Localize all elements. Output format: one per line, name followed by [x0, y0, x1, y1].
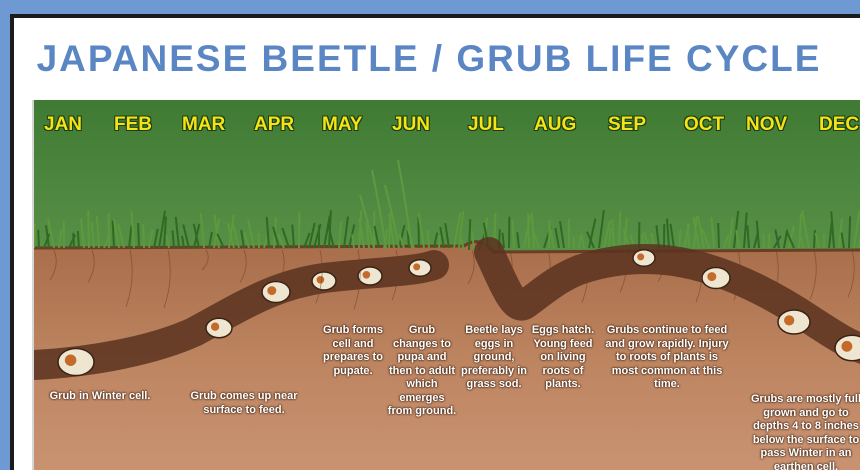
diagram-card: JAPANESE BEETLE / GRUB LIFE CYCLE: [10, 14, 860, 470]
caption-eggs-hatch: Eggs hatch. Young feed on living roots o…: [527, 324, 599, 392]
month-may: MAY: [322, 114, 362, 136]
caption-continue-feed: Grubs continue to feed and grow rapidly.…: [602, 324, 732, 392]
caption-forms-cell: Grub forms cell and prepares to pupate.: [318, 324, 388, 378]
grass-blade: [34, 223, 35, 248]
life-cycle-panel: JAN FEB MAR APR MAY JUN JUL AUG SEP OCT …: [32, 100, 860, 470]
month-mar: MAR: [182, 114, 225, 136]
grass-blade: [143, 224, 144, 248]
month-jul: JUL: [468, 114, 504, 136]
grass-blade: [688, 223, 689, 248]
grass-blade: [88, 210, 89, 248]
grub-head: [317, 276, 325, 284]
grub-head: [841, 341, 852, 352]
grub-head: [363, 271, 371, 279]
month-oct: OCT: [684, 114, 724, 136]
grub-head: [65, 354, 77, 366]
grub-head: [784, 315, 794, 325]
caption-lays-eggs: Beetle lays eggs in ground, preferably i…: [459, 324, 529, 392]
caption-full-grown: Grubs are mostly full grown and go to de…: [744, 393, 860, 470]
grass-blade: [619, 211, 620, 248]
caption-comes-up: Grub comes up near surface to feed.: [182, 390, 306, 417]
grass-blade: [763, 234, 764, 248]
grass-blade: [138, 223, 139, 248]
month-apr: APR: [254, 114, 294, 136]
month-jan: JAN: [44, 114, 82, 136]
grass-blade: [73, 233, 74, 248]
grass-blade: [528, 214, 529, 248]
grub-head: [211, 323, 219, 331]
month-aug: AUG: [534, 114, 576, 136]
grass-blade: [38, 230, 39, 248]
grass-blade: [718, 223, 719, 248]
diagram-title: JAPANESE BEETLE / GRUB LIFE CYCLE: [14, 38, 844, 80]
caption-changes-pupa: Grub changes to pupa and then to adult w…: [386, 324, 458, 419]
month-nov: NOV: [746, 114, 787, 136]
month-sep: SEP: [608, 114, 646, 136]
month-jun: JUN: [392, 114, 430, 136]
grass-blade: [849, 216, 850, 248]
grass-blade: [469, 219, 470, 250]
grass-blade: [78, 231, 79, 248]
grass-blade: [814, 230, 815, 248]
caption-winter-cell: Grub in Winter cell.: [38, 390, 162, 404]
month-feb: FEB: [114, 114, 152, 136]
grass-blade: [439, 235, 440, 248]
grass-blade: [113, 220, 114, 248]
grub-head: [707, 272, 716, 281]
grub-head: [637, 253, 644, 260]
grub-head: [413, 263, 420, 270]
grub-head: [267, 286, 276, 295]
month-dec: DEC: [819, 114, 859, 136]
